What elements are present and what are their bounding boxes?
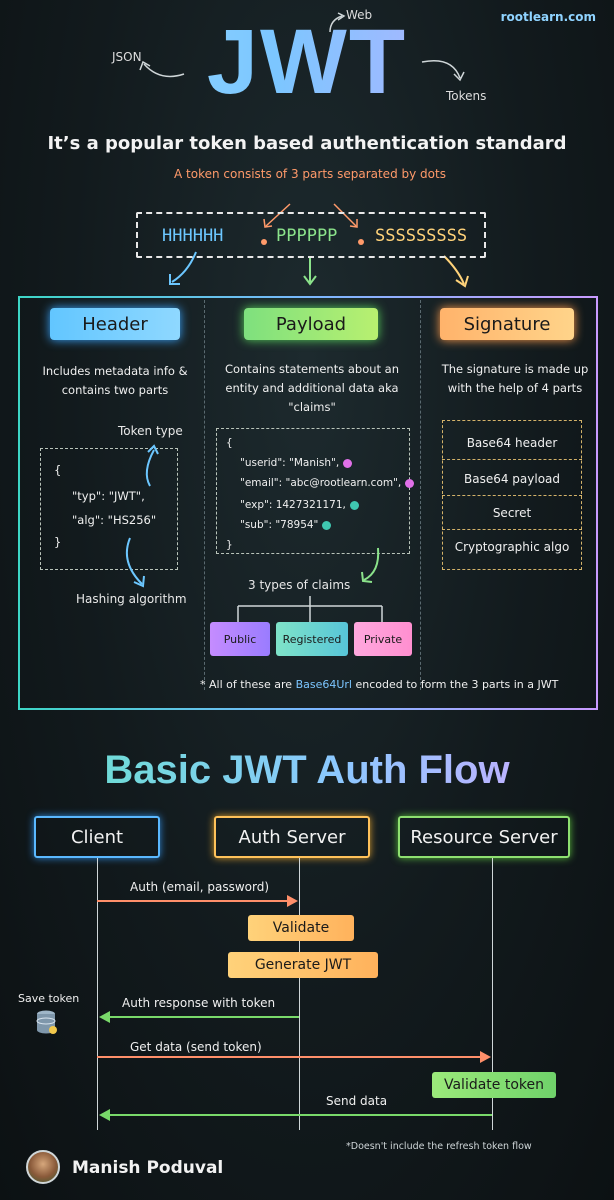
author-name: Manish Poduval xyxy=(72,1158,224,1178)
client-lifeline xyxy=(97,858,98,1130)
claim-bullet-registered xyxy=(322,520,332,530)
action-validate-token: Validate token xyxy=(432,1072,556,1098)
msg-get-data-label: Get data (send token) xyxy=(130,1040,262,1054)
payload-line-sub: "sub": "78954" xyxy=(240,514,332,537)
action-generate-jwt: Generate JWT xyxy=(228,952,378,978)
encode-note: * All of these are Base64Url encoded to … xyxy=(200,678,559,691)
header-code-box xyxy=(40,448,178,570)
header-typ-line: "typ": "JWT", xyxy=(72,489,145,503)
column-divider-2 xyxy=(420,300,421,690)
header-description: Includes metadata info & contains two pa… xyxy=(42,364,188,397)
claims-label: 3 types of claims xyxy=(248,578,351,592)
token-header-part: HHHHHH xyxy=(162,226,224,246)
flow-footnote: *Doesn't include the refresh token flow xyxy=(346,1141,532,1152)
msg-auth-label: Auth (email, password) xyxy=(130,880,269,894)
msg-send-data-arrow xyxy=(110,1114,492,1116)
payload-line-userid: "userid": "Manish", xyxy=(240,452,353,475)
actor-resource-server: Resource Server xyxy=(398,816,570,858)
action-validate: Validate xyxy=(248,915,354,941)
signature-description: The signature is made up with the help o… xyxy=(441,362,589,395)
claim-bullet-private xyxy=(343,458,353,468)
header-code-open: { xyxy=(54,463,62,477)
dot-arrow-right-icon xyxy=(333,203,357,227)
header-alg-line: "alg": "HS256" xyxy=(72,513,157,527)
payload-code-box xyxy=(216,428,410,554)
header-annotation-arrows xyxy=(126,444,159,588)
web-arrow-icon xyxy=(329,15,343,33)
subtitle: It’s a popular token based authenticatio… xyxy=(47,133,567,154)
token-description: A token consists of 3 parts separated by… xyxy=(174,167,446,181)
column-divider-1 xyxy=(204,300,205,690)
token-dot-2 xyxy=(358,239,364,245)
payload-code-close: } xyxy=(226,539,233,551)
flow-title: Basic JWT Auth Flow xyxy=(0,748,614,793)
msg-auth-response-label: Auth response with token xyxy=(122,996,276,1010)
database-icon xyxy=(36,1010,57,1034)
payload-line-email: "email": "abc@rootlearn.com", xyxy=(240,472,415,495)
arrow-head-right-icon xyxy=(287,895,298,907)
decorative-arrows xyxy=(139,12,469,288)
token-dot-1 xyxy=(261,239,267,245)
claim-registered: Registered xyxy=(276,622,348,656)
tokens-arrow-icon xyxy=(421,60,461,79)
arrow-head-left-icon xyxy=(99,1011,110,1023)
signature-part-secret: Secret xyxy=(442,496,582,530)
msg-auth-response-arrow xyxy=(110,1016,299,1018)
payload-code-open: { xyxy=(226,437,233,449)
tag-tokens: Tokens xyxy=(446,89,487,103)
header-section-title: Header xyxy=(50,308,180,340)
token-structure-box xyxy=(136,212,486,258)
signature-part-base64-header: Base64 header xyxy=(442,426,582,460)
claim-public: Public xyxy=(210,622,270,656)
signature-arrow-icon xyxy=(443,255,465,285)
dot-arrow-left-icon xyxy=(265,203,291,227)
claims-tree-lines xyxy=(237,596,383,622)
claim-bullet-registered xyxy=(349,500,359,510)
payload-section-title: Payload xyxy=(244,308,378,340)
msg-send-data-label: Send data xyxy=(326,1094,388,1108)
tag-web: Web xyxy=(346,8,373,22)
header-arrow-icon xyxy=(171,251,197,283)
resource-server-lifeline xyxy=(492,858,493,1130)
token-payload-part: PPPPPP xyxy=(276,226,338,246)
payload-description: Contains statements about an entity and … xyxy=(224,362,400,414)
auth-server-lifeline xyxy=(299,858,300,1130)
token-signature-part: SSSSSSSSS xyxy=(375,226,468,246)
msg-auth-arrow xyxy=(97,900,287,902)
brand-url: rootlearn.com xyxy=(501,10,596,24)
token-type-label: Token type xyxy=(118,424,183,438)
main-title: JWT xyxy=(0,16,614,108)
header-code-close: } xyxy=(54,535,62,549)
claim-bullet-private xyxy=(405,478,415,488)
tag-json: JSON xyxy=(112,50,142,64)
signature-section-title: Signature xyxy=(440,308,574,340)
payload-line-exp: "exp": 1427321171, xyxy=(240,494,359,517)
actor-client: Client xyxy=(34,816,160,858)
save-token-label: Save token xyxy=(18,992,80,1005)
actor-auth-server: Auth Server xyxy=(214,816,370,858)
claims-arrow-icon xyxy=(361,547,380,583)
msg-get-data-arrow xyxy=(97,1056,480,1058)
arrow-head-right-icon xyxy=(480,1051,491,1063)
signature-part-crypto-algo: Cryptographic algo xyxy=(454,540,570,554)
signature-part-base64-payload: Base64 payload xyxy=(442,462,582,496)
hashing-algorithm-label: Hashing algorithm xyxy=(76,592,187,606)
author-avatar xyxy=(26,1150,60,1184)
json-arrow-icon xyxy=(143,63,185,78)
arrow-head-left-icon xyxy=(99,1109,110,1121)
claim-private: Private xyxy=(354,622,412,656)
